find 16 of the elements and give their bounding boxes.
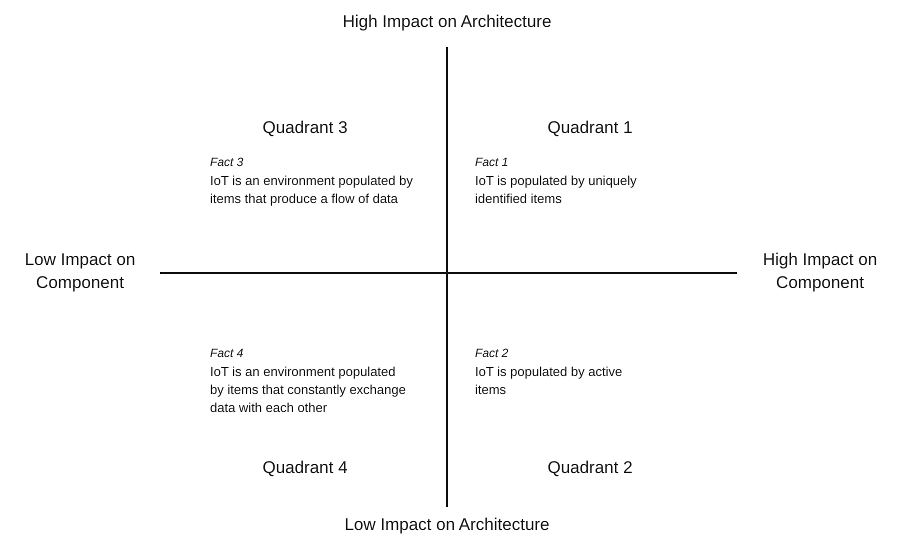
axis-label: Low Impact on Architecture bbox=[343, 514, 551, 536]
fact-heading: Fact 4 bbox=[210, 345, 244, 362]
fact-text: IoT is populated by active items bbox=[475, 363, 624, 399]
fact-text: IoT is populated by uniquely identified items bbox=[475, 172, 638, 208]
quadrant-title: Quadrant 3 bbox=[261, 117, 349, 139]
quadrant-title: Quadrant 2 bbox=[546, 457, 634, 479]
quadrant-title: Quadrant 4 bbox=[261, 457, 349, 479]
quadrant-title: Quadrant 1 bbox=[546, 117, 634, 139]
axis-label: High Impact on Architecture bbox=[342, 11, 552, 33]
axis-label: Low Impact on Component bbox=[24, 249, 136, 294]
fact-heading: Fact 1 bbox=[475, 154, 510, 171]
fact-heading: Fact 3 bbox=[210, 154, 244, 171]
fact-heading: Fact 2 bbox=[475, 345, 510, 362]
fact-text: IoT is an environment populated by items that produce a flow of data bbox=[210, 172, 414, 208]
fact-text: IoT is an environment populated by items that constantly exchange data with each other bbox=[210, 363, 407, 417]
axis-label: High Impact on Component bbox=[762, 249, 878, 294]
